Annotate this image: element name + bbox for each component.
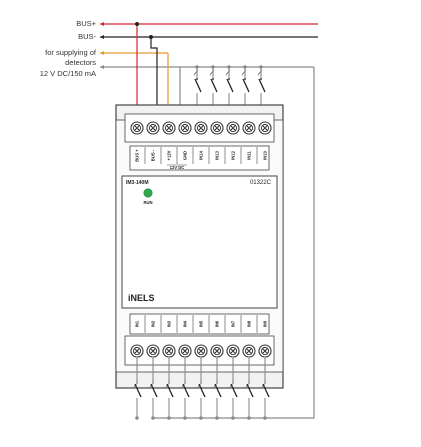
terminal-label: IN3: [167, 320, 172, 327]
screw-terminal: [242, 121, 256, 135]
run-label: RUN: [143, 200, 152, 205]
common-return-line: [152, 67, 315, 419]
model-label: IM3-140M: [126, 180, 149, 186]
terminal-label: IN1: [135, 320, 140, 327]
arrow-icon: [100, 22, 104, 26]
screw-terminal: [146, 121, 160, 135]
front-panel: [121, 175, 278, 309]
screw-terminal: [258, 344, 272, 358]
arrow-icon: [100, 51, 104, 55]
bottom-terminal-labels: IN1 IN2 IN3 IN4 IN5 IN6 IN7 IN8 IN9: [135, 315, 268, 333]
terminal-label: BUS -: [151, 149, 156, 161]
top-terminal-labels: BUS + BUS - +12V GND IN14 IN13 IN12 IN11 IN10: [135, 147, 268, 164]
terminal-label: IN6: [215, 320, 220, 327]
input-switch: [197, 358, 206, 420]
terminal-label: GND: [183, 151, 188, 160]
terminal-label: +12V: [167, 150, 172, 160]
input-switch: [229, 358, 238, 420]
screw-terminal: [178, 344, 192, 358]
screw-terminal: [162, 121, 176, 135]
screw-terminal: [226, 121, 240, 135]
junction-dot: [149, 35, 153, 39]
terminal-label: IN9: [263, 320, 268, 327]
input-switch: [149, 358, 158, 420]
supply-note: 12V DC: [170, 165, 185, 170]
input-switch: [133, 358, 142, 420]
run-led: [143, 188, 153, 198]
arrow-icon: [100, 65, 104, 69]
arrow-icon: [100, 35, 104, 39]
junction-dot: [135, 22, 139, 26]
supply-label-line3: 12 V DC/150 mA: [40, 69, 96, 78]
screw-terminal: [194, 344, 208, 358]
supply-label-line2: detectors: [65, 58, 96, 67]
screw-terminal: [130, 121, 144, 135]
terminal-label: IN5: [199, 320, 204, 327]
terminal-label: IN14: [199, 150, 204, 160]
top-switch-contacts: [194, 78, 266, 93]
top-junction-dots: [195, 65, 263, 69]
terminal-label: IN11: [247, 151, 252, 160]
bottom-input-switches: [133, 358, 270, 420]
bus-minus-label: BUS-: [78, 32, 96, 41]
screw-terminal: [258, 121, 272, 135]
screw-terminal: [242, 344, 256, 358]
brand-logo: iNELS: [128, 293, 155, 303]
input-switch: [181, 358, 190, 420]
input-switch: [261, 358, 270, 420]
screw-terminal: [210, 344, 224, 358]
top-screws: [130, 121, 272, 135]
terminal-label: IN2: [151, 320, 156, 327]
screw-terminal: [162, 344, 176, 358]
terminal-label: IN13: [215, 150, 220, 160]
screw-terminal: [210, 121, 224, 135]
screw-terminal: [226, 344, 240, 358]
terminal-label: IN12: [231, 150, 236, 160]
bottom-screws: [130, 344, 272, 358]
code-label: 01322C: [250, 180, 272, 186]
terminal-label: BUS +: [135, 149, 140, 162]
screw-terminal: [194, 121, 208, 135]
input-switch: [165, 358, 174, 420]
top-label-strip: [129, 145, 270, 171]
terminal-label: IN8: [247, 320, 252, 327]
supply-label-line1: for supplying of: [45, 48, 97, 57]
screw-terminal: [146, 344, 160, 358]
screw-terminal: [178, 121, 192, 135]
terminal-label: IN10: [263, 150, 268, 160]
terminal-label: IN7: [231, 320, 236, 327]
screw-terminal: [130, 344, 144, 358]
bus-plus-label: BUS+: [76, 19, 96, 28]
bottom-label-strip: [129, 313, 270, 335]
input-switch: [245, 358, 254, 420]
terminal-label: IN4: [183, 320, 188, 327]
input-switch: [213, 358, 222, 420]
